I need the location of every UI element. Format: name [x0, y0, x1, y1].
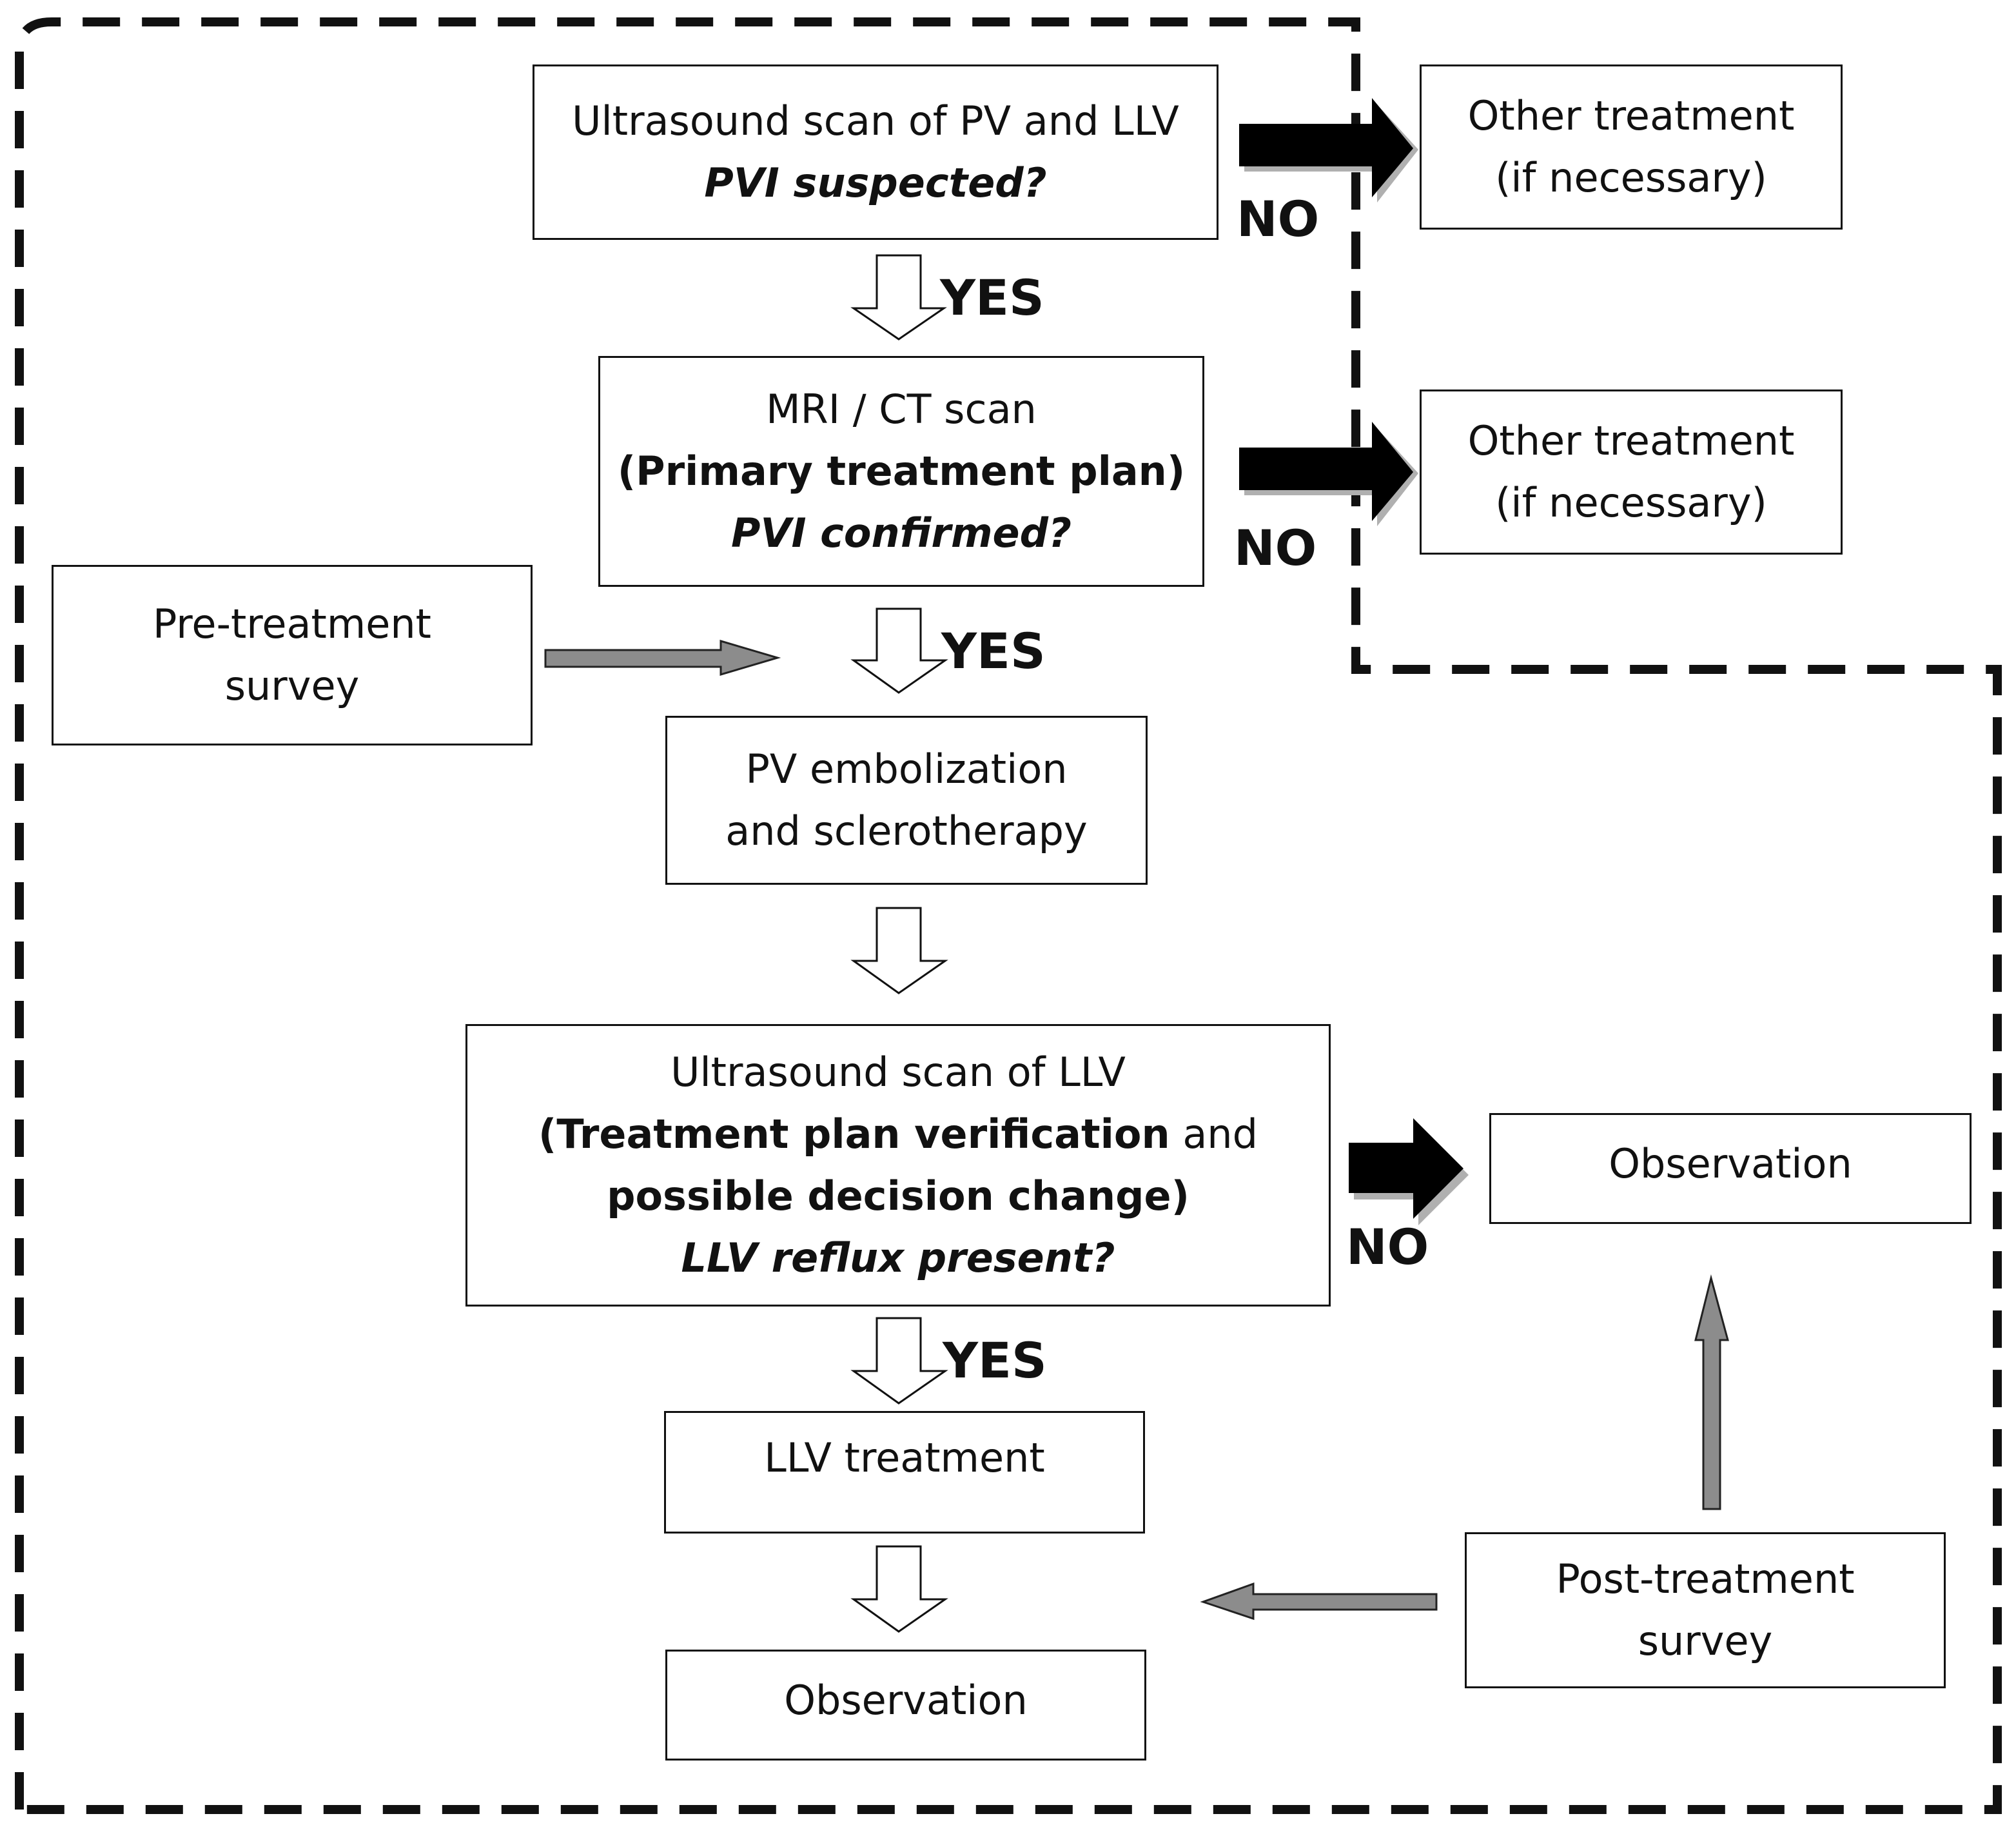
node-text-bold: possible decision change)	[607, 1172, 1189, 1219]
dashed-boundary	[15, 17, 2002, 1814]
node-question: PVI suspected?	[704, 159, 1047, 206]
arrow-down-4	[850, 1317, 948, 1405]
node-text: Observation	[1609, 1140, 1852, 1187]
node-text: Ultrasound scan of PV and LLV	[572, 97, 1179, 144]
edge-label-yes: YES	[943, 1332, 1047, 1389]
arrow-no-2	[1239, 422, 1418, 526]
node-observation-bottom: Observation	[665, 1650, 1146, 1761]
node-text: and sclerotherapy	[725, 807, 1088, 854]
arrow-pre-survey	[544, 639, 781, 676]
node-text-bold: (Treatment plan verification	[538, 1110, 1170, 1158]
node-pv-embolization: PV embolization and sclerotherapy	[665, 716, 1148, 885]
edge-label-no: NO	[1234, 519, 1317, 577]
arrow-down-3	[850, 907, 948, 994]
arrow-post-survey-up	[1694, 1274, 1729, 1510]
arrow-down-5	[850, 1545, 948, 1633]
node-mri-ct: MRI / CT scan (Primary treatment plan) P…	[598, 356, 1204, 587]
edge-label-no: NO	[1346, 1218, 1429, 1276]
edge-label-yes: YES	[940, 269, 1044, 326]
node-text: Pre-treatment	[153, 600, 431, 647]
arrow-down-1	[850, 254, 947, 340]
node-text: Ultrasound scan of LLV	[670, 1049, 1126, 1096]
arrow-down-2	[850, 607, 948, 694]
node-other-treatment-1: Other treatment (if necessary)	[1420, 64, 1843, 230]
node-text: PV embolization	[745, 745, 1068, 793]
node-text: Post-treatment	[1556, 1555, 1855, 1603]
node-other-treatment-2: Other treatment (if necessary)	[1420, 390, 1843, 555]
node-text: survey	[224, 662, 360, 709]
node-ultrasound-pv-llv: Ultrasound scan of PV and LLV PVI suspec…	[533, 64, 1218, 240]
node-text-bold: (Primary treatment plan)	[617, 448, 1186, 495]
edge-label-no: NO	[1237, 190, 1320, 248]
node-pre-treatment-survey: Pre-treatment survey	[52, 565, 533, 745]
edge-label-yes: YES	[941, 622, 1046, 680]
node-text-mixed: (Treatment plan verification and	[538, 1103, 1258, 1165]
node-question: PVI confirmed?	[731, 509, 1072, 557]
node-text: Observation	[784, 1677, 1028, 1724]
arrow-no-1	[1239, 98, 1418, 202]
node-text: (if necessary)	[1495, 479, 1767, 526]
node-text: and	[1169, 1110, 1258, 1158]
arrow-no-3	[1349, 1118, 1469, 1225]
node-text: Other treatment	[1467, 417, 1795, 464]
node-text: survey	[1638, 1617, 1773, 1664]
node-text: LLV treatment	[764, 1434, 1045, 1481]
node-text: MRI / CT scan	[766, 386, 1037, 433]
node-observation-right: Observation	[1489, 1113, 1972, 1224]
node-text: Other treatment	[1467, 92, 1795, 139]
node-llv-treatment: LLV treatment	[664, 1411, 1145, 1534]
arrow-post-survey-left	[1200, 1582, 1438, 1621]
node-text: (if necessary)	[1495, 154, 1767, 201]
node-question: LLV reflux present?	[681, 1234, 1115, 1281]
node-post-treatment-survey: Post-treatment survey	[1465, 1532, 1946, 1688]
node-ultrasound-llv: Ultrasound scan of LLV (Treatment plan v…	[465, 1024, 1331, 1307]
